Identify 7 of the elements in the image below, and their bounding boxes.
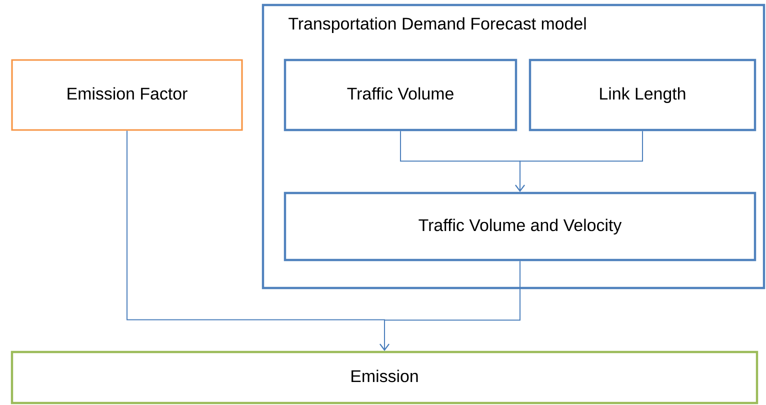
process-box: Traffic Volume bbox=[284, 58, 518, 132]
arrow bbox=[380, 260, 520, 351]
process-box: Traffic Volume and Velocity bbox=[284, 192, 756, 262]
process-box: Link Length bbox=[528, 58, 756, 132]
arrow bbox=[515, 130, 643, 192]
process-box: Emission bbox=[10, 350, 758, 404]
process-box: Emission Factor bbox=[11, 59, 243, 131]
